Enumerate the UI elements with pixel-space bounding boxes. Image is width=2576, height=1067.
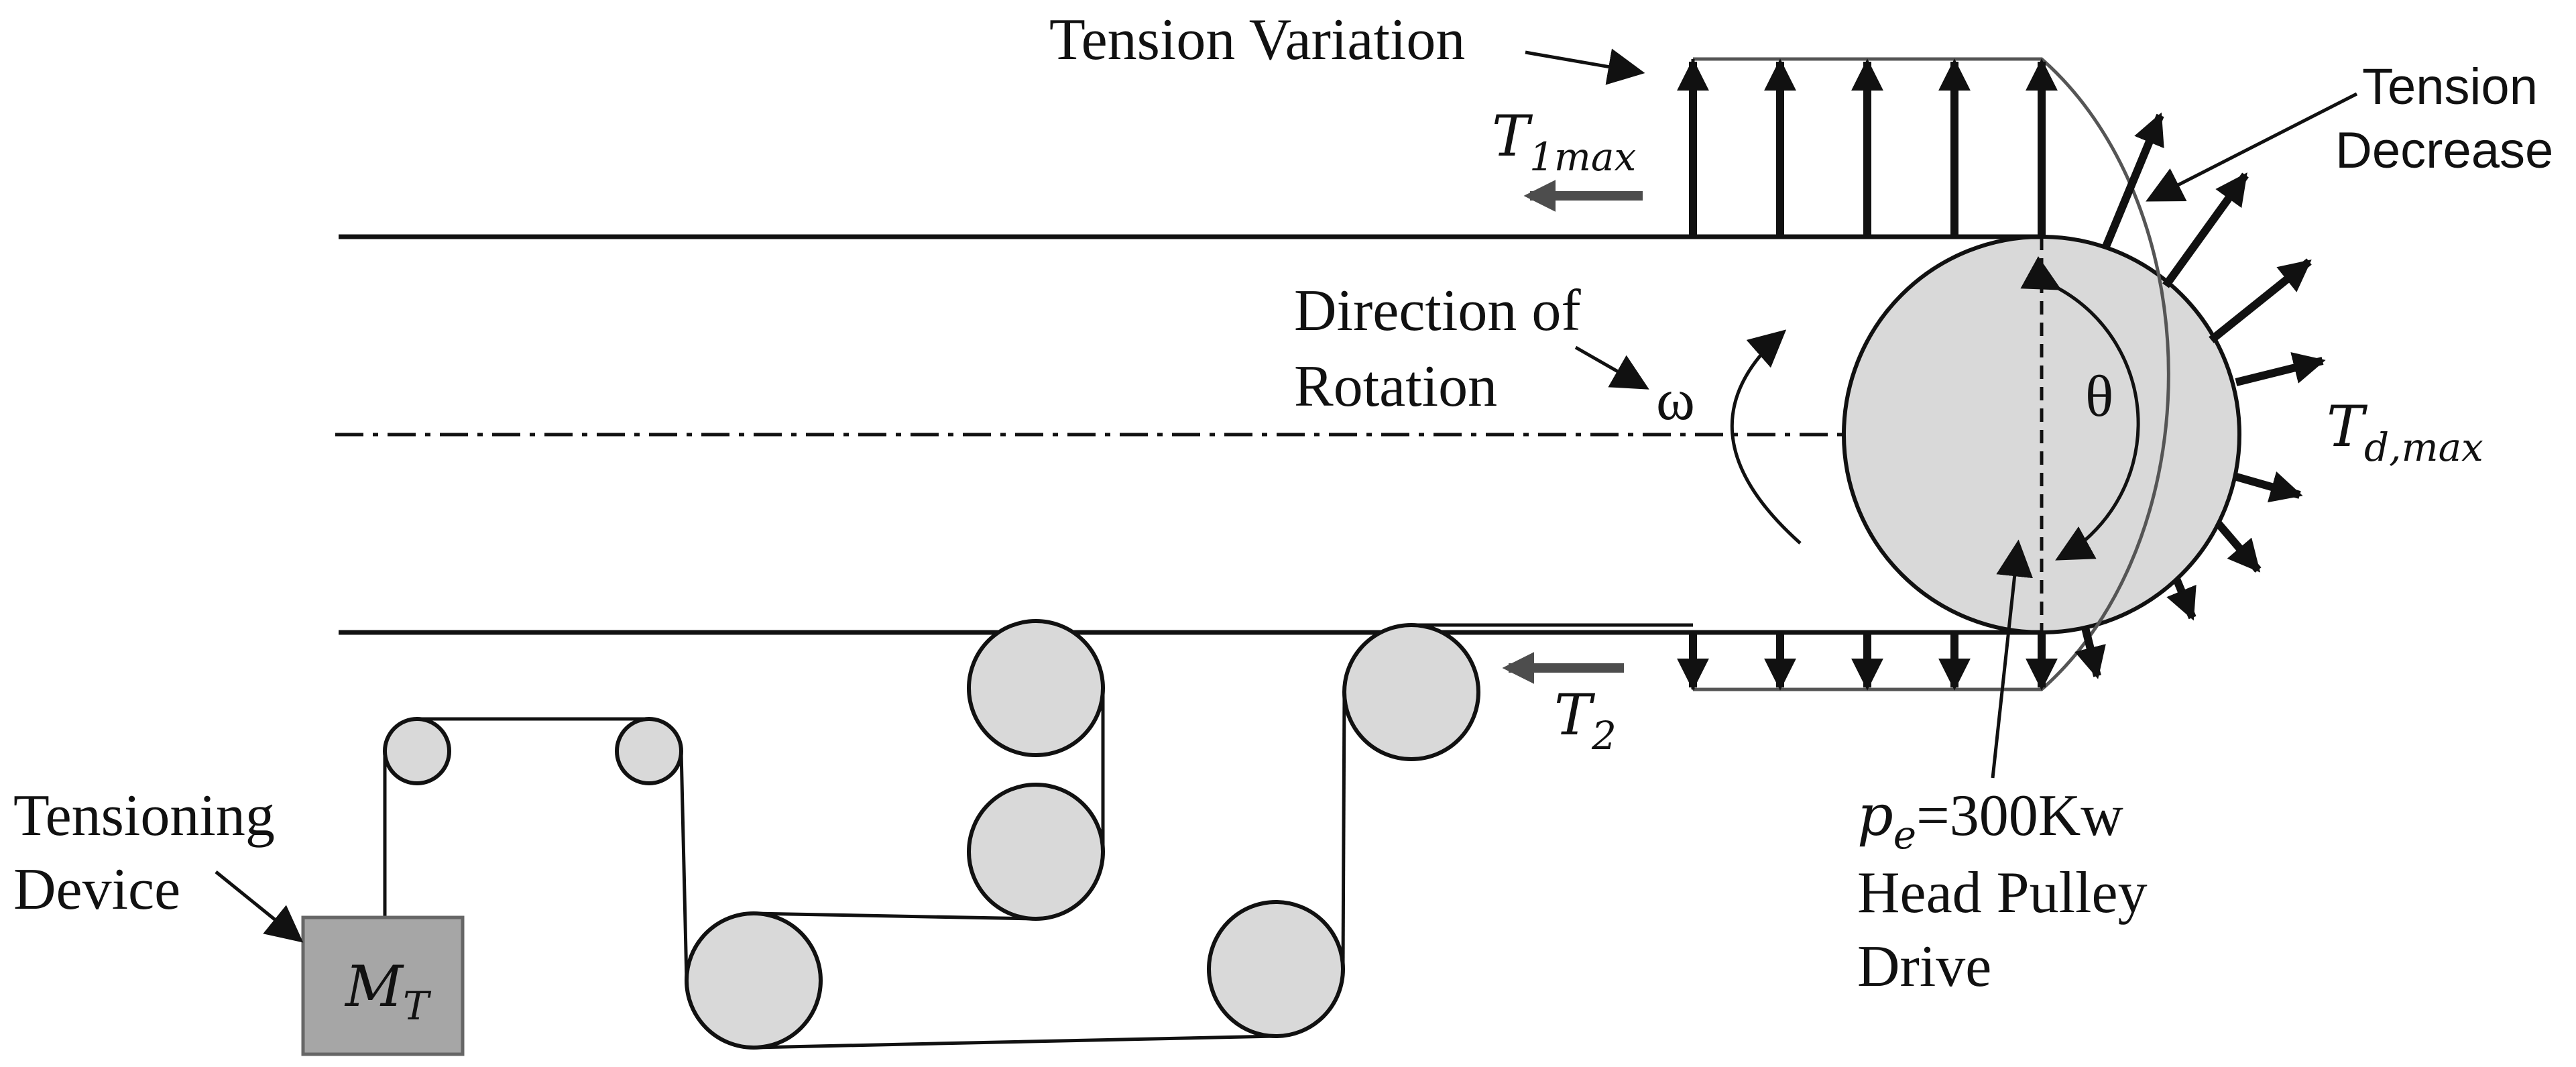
lower-left-roller xyxy=(685,911,823,1050)
mass-sub: T xyxy=(403,983,432,1029)
tensioning-mass-box xyxy=(301,915,465,1056)
tension-variation-pointer xyxy=(1525,48,1645,85)
omega-symbol: ω xyxy=(1656,368,1695,433)
pe-label: pe=300Kw xyxy=(1857,783,2123,858)
tdmax-main: T xyxy=(2327,394,2368,459)
pe-sub: e xyxy=(1893,812,1916,858)
radial-tension-arrows xyxy=(2074,112,2326,679)
drive-side-roller xyxy=(1342,623,1480,761)
t2-sub: 2 xyxy=(1591,713,1617,759)
tdmax-label: Td,max xyxy=(2327,394,2483,470)
tension-decrease-label-line1: Tension xyxy=(2362,58,2538,115)
radial-arrow xyxy=(2209,258,2312,343)
radial-arrow xyxy=(2166,577,2197,621)
t2-main: T xyxy=(1554,682,1596,748)
pe-value: =300Kw xyxy=(1916,783,2123,848)
take-up-left-roller xyxy=(383,717,451,785)
tension-decrease-pointer xyxy=(2146,92,2358,202)
radial-arrow xyxy=(2235,352,2326,386)
direction-pointer xyxy=(1574,345,1649,390)
tension-variation-label: Tension Variation xyxy=(1049,7,1465,72)
head-pulley-pointer xyxy=(1991,539,2033,779)
lower-right-roller xyxy=(1207,900,1345,1038)
tension-decrease-label-line2: Decrease xyxy=(2335,122,2553,179)
head-pulley-label-line2: Drive xyxy=(1857,934,1991,999)
radial-arrow xyxy=(2074,626,2106,679)
direction-label-line2: Rotation xyxy=(1294,354,1497,419)
upper-bend-roller xyxy=(967,619,1105,757)
radial-arrow xyxy=(2233,471,2303,503)
radial-arrow xyxy=(2162,172,2249,288)
t1max-main: T xyxy=(1492,103,1533,169)
t1max-label: T1max xyxy=(1492,103,1636,180)
take-up-right-roller xyxy=(615,717,683,785)
theta-symbol: θ xyxy=(2085,364,2113,429)
tensioning-pointer xyxy=(215,871,304,943)
theta-arc xyxy=(2020,256,2140,561)
lower-tension-arrows xyxy=(1677,632,2058,691)
t1max-sub: 1max xyxy=(1529,134,1636,180)
rotation-arc xyxy=(1730,329,1802,545)
radial-arrow xyxy=(2215,520,2262,573)
tension-envelope xyxy=(1693,57,2170,691)
mass-main: M xyxy=(344,954,404,1019)
head-pulley-label-line1: Head Pulley xyxy=(1857,860,2148,925)
mass-label: MT xyxy=(344,954,432,1029)
belt-routing xyxy=(383,623,1693,1050)
direction-label-line1: Direction of xyxy=(1294,278,1581,343)
middle-bend-roller xyxy=(967,783,1105,921)
radial-arrow xyxy=(2101,112,2164,250)
tensioning-label-line1: Tensioning xyxy=(13,783,275,848)
pe-main: p xyxy=(1857,783,1893,848)
upper-tension-arrows xyxy=(1677,58,2058,237)
tdmax-sub: d,max xyxy=(2364,425,2483,470)
t2-label: T2 xyxy=(1554,682,1617,759)
tensioning-label-line2: Device xyxy=(13,857,180,922)
